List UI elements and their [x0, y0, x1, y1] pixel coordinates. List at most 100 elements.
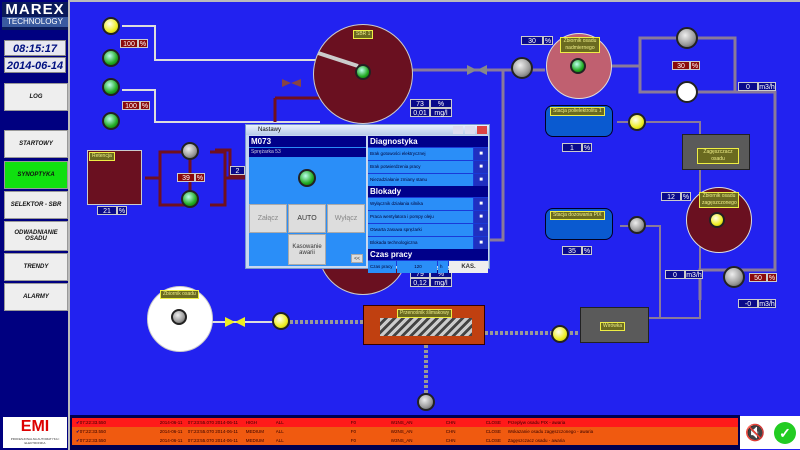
nav-odwadnianie[interactable]: ODWADNIANIE OSADU	[4, 221, 68, 251]
reset-fault-button[interactable]: Kasowanie awarii	[288, 234, 326, 265]
alarm-ack-icon: ✔	[76, 438, 80, 443]
runtime-reset-button[interactable]: KAS.	[449, 261, 488, 273]
emi-sub: PROFESJONALNA AUTOMATYKA I ELEKTRONIKA	[10, 437, 60, 445]
pix-station-level: 35%	[562, 246, 592, 255]
nav-synoptyka[interactable]: SYNOPTYKA	[4, 161, 68, 189]
alarm-time: 07:22:33.550	[79, 429, 107, 434]
value: 12	[661, 192, 681, 201]
retention-label: Retencja	[89, 152, 115, 161]
retention-pump-2-icon[interactable]	[181, 190, 199, 208]
poly-pump-icon[interactable]	[628, 113, 646, 131]
block-button[interactable]: ■	[474, 198, 488, 210]
alarm-chn: CHN	[445, 429, 456, 434]
pump-5-icon[interactable]	[511, 57, 533, 79]
sludge-tank-level: 30%	[521, 36, 553, 45]
dialog-titlebar: Nastawy	[246, 125, 489, 135]
pump-speed-2: 100%	[122, 101, 150, 110]
value: 0,12	[410, 278, 430, 287]
block-button[interactable]: ■	[474, 237, 488, 249]
diag-button[interactable]: ■	[474, 161, 488, 173]
pump-3-icon[interactable]	[102, 78, 120, 96]
retention-level: 21%	[97, 206, 127, 215]
sbr1-level: 73%	[410, 99, 452, 108]
diag-button[interactable]: ■	[474, 174, 488, 186]
logo-sub: TECHNOLOGY	[2, 17, 68, 27]
pump-speed-1: 100%	[120, 39, 148, 48]
device-dialog: Nastawy M073 Sprężarka 53 Załącz AUTO Wy…	[245, 124, 490, 273]
alarm-date: 2014-06-11	[159, 429, 183, 434]
nav-alarmy[interactable]: ALARMY	[4, 283, 68, 311]
emi-brand: EMI	[20, 418, 50, 435]
block-button[interactable]: ■	[474, 224, 488, 236]
runtime-label: Czas pracy	[368, 261, 396, 273]
thickened-mixer-icon[interactable]	[709, 212, 725, 228]
start-button[interactable]: Załącz	[249, 204, 287, 233]
centrifuge-label: Wirówka	[600, 322, 626, 331]
dialog-control-panel: M073 Sprężarka 53 Załącz AUTO Wyłącz Kas…	[249, 136, 366, 266]
diag-label: Brak potwierdzenia pracy	[368, 161, 473, 173]
mixer-tank-motor-icon[interactable]	[171, 309, 187, 325]
collapse-button[interactable]: <<	[351, 254, 363, 263]
nav-startowy[interactable]: STARTOWY	[4, 130, 68, 158]
block-button[interactable]: ■	[474, 211, 488, 223]
diag-button[interactable]: ■	[474, 148, 488, 160]
value: 21	[97, 206, 117, 215]
pump-7-icon[interactable]	[676, 81, 698, 103]
block-row: Praca wentylatora i pompy oleju■	[368, 211, 488, 223]
unit: mg/l	[430, 108, 452, 117]
discharge-icon[interactable]	[417, 393, 435, 411]
maximize-icon[interactable]	[465, 126, 475, 134]
conveyor-feed-icon[interactable]	[272, 312, 290, 330]
pump-1-icon[interactable]	[102, 17, 120, 35]
pump-speed-4: 50%	[749, 273, 777, 282]
value: 35	[562, 246, 582, 255]
unit: m3/h	[758, 299, 776, 308]
poly-station-label: Stacja polielektrolitu 1	[550, 107, 605, 116]
unit: %	[690, 61, 700, 70]
close-icon[interactable]	[477, 126, 487, 134]
nav-selektor-sbr[interactable]: SELEKTOR - SBR	[4, 191, 68, 219]
nav-trendy[interactable]: TRENDY	[4, 253, 68, 281]
status-lamp-icon	[298, 169, 316, 187]
unit: %	[582, 246, 592, 255]
value: 73	[410, 99, 430, 108]
unit: %	[767, 273, 777, 282]
nav-log[interactable]: LOG	[4, 83, 68, 111]
minimize-icon[interactable]	[453, 126, 463, 134]
block-row: Wyłącznik działania silnika■	[368, 198, 488, 210]
block-row: Blokada technologiczna■	[368, 237, 488, 249]
alarm-ack: 07:23:55.070 2014-06-11	[187, 420, 238, 425]
value: 1	[562, 143, 582, 152]
centrifuge-feed-icon[interactable]	[551, 325, 569, 343]
auto-button[interactable]: AUTO	[288, 204, 326, 233]
alarm-msg: Zagęszczacz osadu - awaria	[507, 438, 565, 443]
block-label: Blokada technologiczna	[368, 237, 473, 249]
screw-conveyor-label: Przenośnik ślimakowy	[397, 309, 453, 318]
pump-8-icon[interactable]	[723, 266, 745, 288]
unit: %	[140, 101, 150, 110]
alarm-ack-icon: ✔	[76, 429, 80, 434]
stop-button[interactable]: Wyłącz	[327, 204, 365, 233]
acknowledge-button[interactable]: ✓	[770, 416, 800, 449]
sbr1-mixer-icon[interactable]	[355, 64, 371, 80]
mute-sound-icon[interactable]: 🔇	[740, 416, 770, 449]
pix-pump-icon[interactable]	[628, 216, 646, 234]
retention-pump-1-icon[interactable]	[181, 142, 199, 160]
pump-4-icon[interactable]	[102, 112, 120, 130]
alarm-date: 2014-06-11	[159, 420, 183, 425]
unit: %	[117, 206, 127, 215]
alarm-prio: MEDIUM	[245, 429, 265, 434]
alarm-list: ✔ 07:22:33.550 2014-06-11 07:23:55.070 201…	[70, 415, 740, 450]
sludge-mixer-icon[interactable]	[570, 58, 586, 74]
pump-6-icon[interactable]	[676, 27, 698, 49]
unit: %	[430, 99, 452, 108]
pump-2-icon[interactable]	[102, 49, 120, 67]
